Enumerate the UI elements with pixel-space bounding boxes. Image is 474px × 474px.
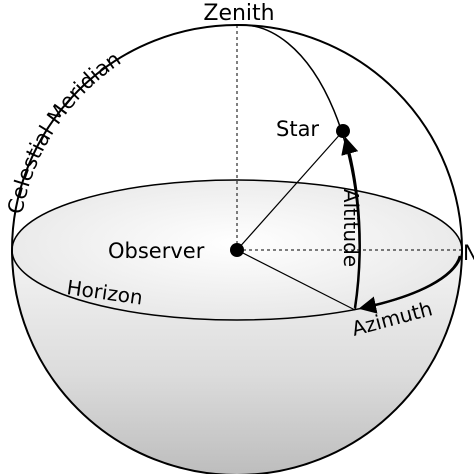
star-label: Star [276,117,319,141]
azimuth-arrow [358,255,462,314]
star-dot [336,124,350,138]
celestial-meridian-label: Celestial Meridian [3,47,125,216]
observer-star-line [236,130,344,251]
altitude-label: Altitude [339,189,363,267]
zenith-label: Zenith [203,1,274,26]
north-label: N [463,241,474,265]
altitude-arrow [341,136,361,309]
observer-azimuth-line [236,249,356,311]
observer-dot [230,243,244,257]
observer-label: Observer [108,239,205,263]
